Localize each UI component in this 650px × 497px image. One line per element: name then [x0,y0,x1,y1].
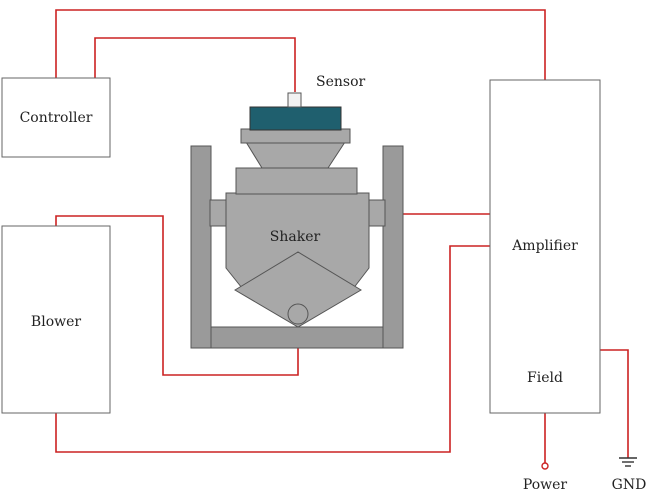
ground-icon [619,457,637,467]
wire-gnd [600,349,629,458]
power-terminal-icon [541,462,549,470]
ground-symbol: GND [612,457,647,493]
amplifier-block: Amplifier Field [489,79,601,414]
shaker-left-upright [190,145,212,349]
gnd-label: GND [612,477,647,493]
controller-label: Controller [20,110,93,126]
blower-block: Blower [1,225,111,414]
controller-block: Controller [1,77,111,158]
shaker-top-lip [235,167,358,195]
shaker-diamond [234,251,362,328]
shaker-right-trunnion [368,199,386,227]
shaker-test-head [249,106,342,131]
controller-box [1,77,111,158]
shaker-right-upright [382,145,404,349]
amplifier-box [489,79,601,414]
shaker-base [190,326,404,349]
shaker-label: Shaker [270,229,321,245]
sensor-icon [287,92,302,108]
wire-blower-amplifier [55,245,490,453]
blower-box [1,225,111,414]
shaker-cone [245,141,346,169]
shaker-armature-plate [240,128,351,144]
wire-controller-sensor [94,37,296,92]
blower-label: Blower [31,314,81,330]
wire-blower-shaker [55,215,299,376]
shaker-left-trunnion [209,199,227,227]
sensor-label: Sensor [316,74,366,90]
power-terminal: Power [523,462,568,493]
power-label: Power [523,477,568,493]
amplifier-label: Amplifier [511,238,578,254]
wire-controller-amplifier [55,9,546,80]
shaker-pivot [287,303,309,325]
shaker-assembly: Sensor Shaker [190,74,404,349]
field-label: Field [527,370,563,386]
wiring [55,9,629,463]
